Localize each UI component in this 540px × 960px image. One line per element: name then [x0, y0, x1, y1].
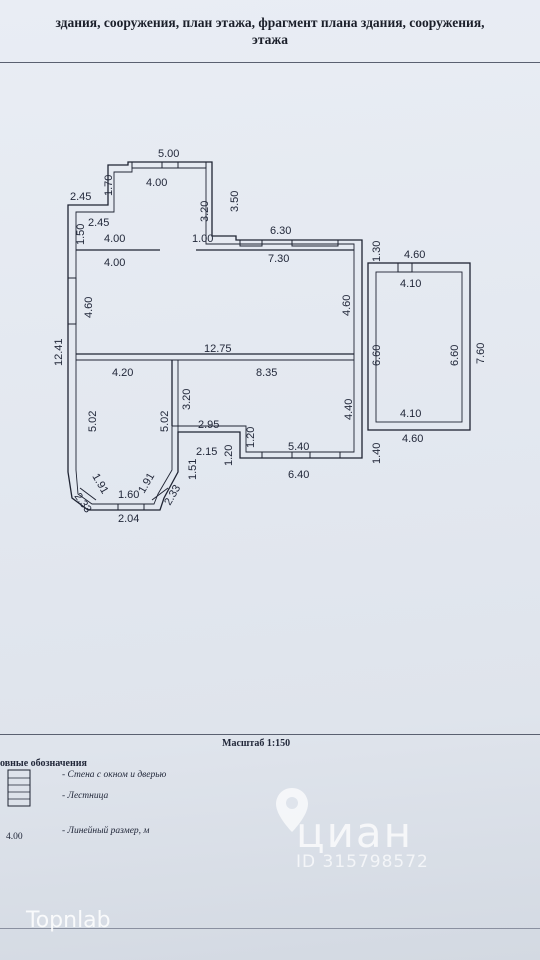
dim-label: 4.60 [83, 297, 95, 318]
dim-label: 3.20 [181, 389, 193, 410]
listing-id-watermark: ID 315798572 [296, 852, 429, 872]
dim-label: 4.00 [146, 177, 167, 189]
location-pin-icon [276, 788, 308, 832]
dim-label: 2.04 [118, 513, 139, 525]
dim-label: 4.60 [341, 295, 353, 316]
dim-label: 1.70 [103, 175, 115, 196]
dim-label: 12.75 [204, 343, 232, 355]
dim-label: 4.40 [343, 399, 355, 420]
legend-wall-window-door: - Стена с окном и дверью [62, 770, 167, 780]
dim-label: 1.51 [187, 459, 199, 480]
dim-label: 4.10 [400, 408, 421, 420]
window-marks [67, 161, 341, 511]
dim-label: 4.10 [400, 278, 421, 290]
dim-label: 1.40 [371, 443, 383, 464]
dim-label: 4.00 [104, 257, 125, 269]
legend-dim-sample: 4.00 [6, 832, 23, 842]
dim-label: 2.33 [72, 491, 94, 515]
bottom-divider [0, 928, 540, 929]
dim-label: 6.60 [371, 345, 383, 366]
dim-label: 2.45 [88, 217, 109, 229]
scale-divider [0, 734, 540, 735]
annex-outer-wall [367, 262, 471, 431]
dim-label: 1.20 [245, 427, 257, 448]
annex-inner-wall [375, 271, 463, 423]
dim-label: 12.41 [53, 338, 65, 366]
header-line-2: этажа [252, 32, 288, 47]
dim-label: 4.00 [104, 233, 125, 245]
scale-label: Масштаб 1:150 [222, 738, 291, 749]
main-house-inner-wall [75, 167, 355, 505]
dim-label: 3.50 [229, 191, 241, 212]
header-line-1: здания, сооружения, план этажа, фрагмент… [55, 15, 485, 30]
dim-label: 6.30 [270, 225, 291, 237]
header-divider [0, 62, 540, 63]
dim-label: 5.02 [159, 411, 171, 432]
dim-label: 3.20 [199, 201, 211, 222]
dim-label: 7.60 [475, 343, 487, 364]
dim-label: 5.02 [87, 411, 99, 432]
legend-title: овные обозначения [0, 758, 87, 769]
dim-label: 7.30 [268, 253, 289, 265]
legend-stairs: - Лестница [62, 791, 109, 801]
topnlab-watermark: Topnlab [26, 908, 111, 933]
dim-label: 4.60 [404, 249, 425, 261]
dim-label: 4.60 [402, 433, 423, 445]
stairs-legend-icon [7, 769, 31, 807]
document-header: здания, сооружения, план этажа, фрагмент… [0, 14, 540, 48]
dim-label: 4.20 [112, 367, 133, 379]
dim-label: 1.00 [192, 233, 213, 245]
dim-label: 1.91 [89, 472, 110, 497]
dim-label: 1.30 [371, 241, 383, 262]
dim-label: 2.95 [198, 419, 219, 431]
dim-label: 1.50 [75, 224, 87, 245]
dim-label: 2.33 [162, 483, 183, 508]
dim-label: 1.20 [223, 445, 235, 466]
dim-label: 5.00 [158, 148, 179, 160]
dim-label: 5.40 [288, 441, 309, 453]
dim-label: 8.35 [256, 367, 277, 379]
dim-label: 1.60 [118, 489, 139, 501]
dim-label: 6.40 [288, 469, 309, 481]
dim-label: 2.15 [196, 446, 217, 458]
dim-label: 2.45 [70, 191, 91, 203]
annex-door [397, 262, 413, 273]
cian-watermark: циан [296, 808, 414, 857]
legend-linear-dim: - Линейный размер, м [62, 826, 150, 836]
dim-label: 6.60 [449, 345, 461, 366]
